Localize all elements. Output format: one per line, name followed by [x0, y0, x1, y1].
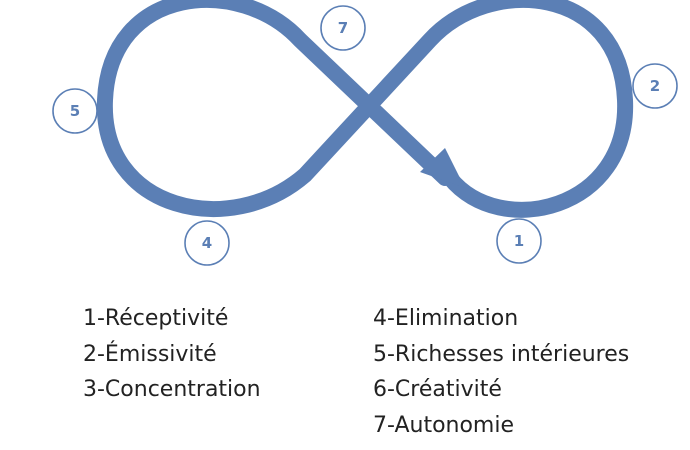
legend-item: 3-Concentration	[83, 377, 261, 402]
legend-item: 1-Réceptivité	[83, 306, 229, 331]
loop-arrowhead	[420, 148, 465, 188]
marker-1-label: 1	[514, 232, 524, 250]
legend-item: 5-Richesses intérieures	[373, 341, 630, 367]
marker-4: 4	[184, 220, 230, 266]
legend-item: 7-Autonomie	[373, 412, 515, 438]
legend-left-column: 1-Réceptivité 2-Émissivité 3-Concentrati…	[83, 301, 261, 408]
legend-item: 2-Émissivité	[83, 341, 217, 367]
marker-5-label: 5	[70, 102, 80, 120]
infinity-diagram: 7 2 5 4 1	[52, 0, 678, 266]
legend-right-column: 4-Elimination 5-Richesses intérieures 6-…	[373, 301, 629, 443]
marker-1: 1	[496, 218, 542, 264]
marker-5: 5	[52, 88, 98, 134]
marker-7-label: 7	[338, 19, 348, 37]
marker-2-label: 2	[650, 77, 660, 95]
legend-item: 6-Créativité	[373, 377, 502, 402]
marker-7: 7	[320, 5, 366, 51]
marker-4-label: 4	[202, 234, 212, 252]
legend-item: 4-Elimination	[373, 306, 519, 331]
infinity-loop	[96, 0, 634, 218]
marker-2: 2	[632, 63, 678, 109]
